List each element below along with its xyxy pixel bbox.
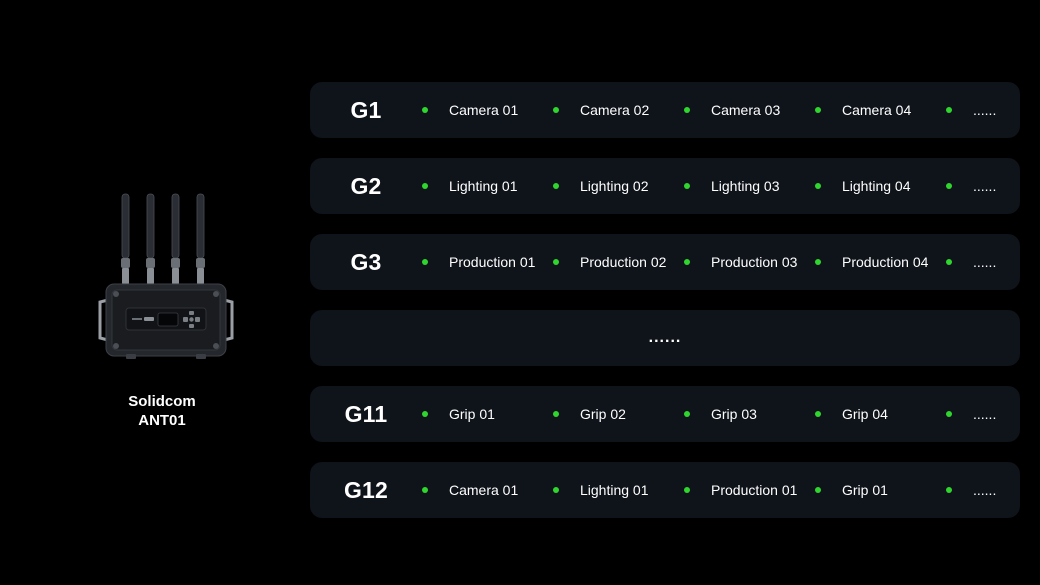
status-dot-icon bbox=[422, 487, 428, 493]
device-name-line1: Solidcom bbox=[128, 393, 196, 410]
group-row-g2[interactable]: G2 Lighting 01 Lighting 02 Lighting 03 L… bbox=[310, 158, 1020, 214]
status-dot-icon bbox=[553, 107, 559, 113]
group-label: G2 bbox=[350, 173, 382, 199]
solidcom-ant01-device-icon bbox=[98, 193, 234, 359]
status-dot-icon bbox=[553, 259, 559, 265]
status-dot-icon bbox=[815, 411, 821, 417]
status-dot-icon bbox=[553, 411, 559, 417]
group-row-g12[interactable]: G12 Camera 01 Lighting 01 Production 01 … bbox=[310, 462, 1020, 518]
status-dot-icon bbox=[684, 183, 690, 189]
status-dot-icon bbox=[946, 487, 952, 493]
group-label: G3 bbox=[350, 249, 382, 275]
status-dot-icon bbox=[684, 107, 690, 113]
status-dot-icon bbox=[815, 107, 821, 113]
status-dot-icon bbox=[946, 259, 952, 265]
status-dot-icon bbox=[946, 411, 952, 417]
device-name-line2: ANT01 bbox=[138, 412, 186, 429]
status-dot-icon bbox=[553, 487, 559, 493]
status-dot-icon bbox=[422, 411, 428, 417]
group-label: G1 bbox=[350, 97, 382, 123]
more-groups-ellipsis: ...... bbox=[648, 329, 682, 346]
device-caption: Solidcom ANT01 bbox=[82, 392, 242, 430]
group-label: G11 bbox=[344, 401, 388, 427]
status-dot-icon bbox=[422, 259, 428, 265]
status-dot-icon bbox=[815, 487, 821, 493]
status-dot-icon bbox=[946, 107, 952, 113]
group-label: G12 bbox=[343, 477, 389, 503]
group-row-g3[interactable]: G3 Production 01 Production 02 Productio… bbox=[310, 234, 1020, 290]
group-row-more[interactable]: ...... bbox=[310, 310, 1020, 366]
status-dot-icon bbox=[422, 183, 428, 189]
group-row-g1[interactable]: G1 Camera 01 Camera 02 Camera 03 Camera … bbox=[310, 82, 1020, 138]
status-dot-icon bbox=[815, 183, 821, 189]
status-dot-icon bbox=[684, 487, 690, 493]
status-dot-icon bbox=[422, 107, 428, 113]
status-dot-icon bbox=[684, 259, 690, 265]
status-dot-icon bbox=[684, 411, 690, 417]
status-dot-icon bbox=[946, 183, 952, 189]
status-dot-icon bbox=[815, 259, 821, 265]
status-dot-icon bbox=[553, 183, 559, 189]
group-row-g11[interactable]: G11 Grip 01 Grip 02 Grip 03 Grip 04 ....… bbox=[310, 386, 1020, 442]
